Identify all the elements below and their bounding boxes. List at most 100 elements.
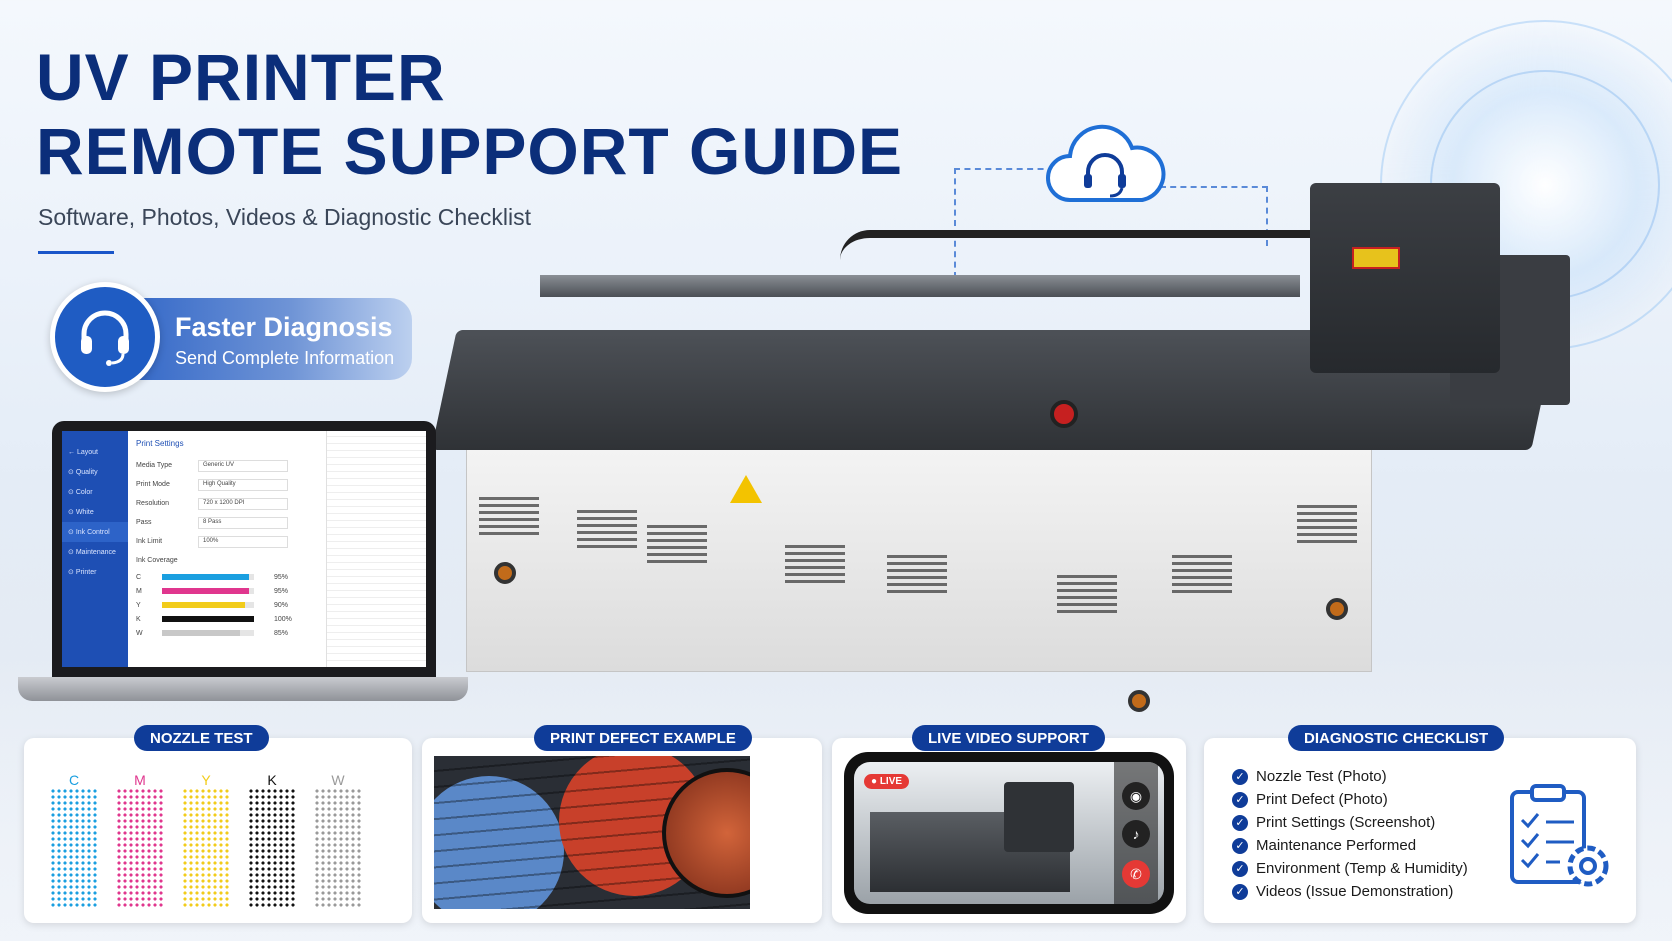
- setting-label: Print Mode: [136, 481, 170, 488]
- printer-wheel: [1128, 690, 1150, 712]
- setting-row: Ink Limit 100%: [136, 532, 318, 551]
- checklist-item: ✓ Environment (Temp & Humidity): [1232, 860, 1468, 877]
- pill-subtitle: Send Complete Information: [175, 348, 395, 368]
- software-sidebar: ← Layout ⊙ Quality ⊙ Color ⊙ White ⊙ Ink…: [62, 431, 128, 667]
- coverage-row: W 85%: [136, 626, 318, 640]
- coverage-value: 95%: [274, 587, 289, 595]
- emergency-stop-button: [1050, 400, 1078, 428]
- coverage-channel: W: [136, 629, 143, 637]
- live-video-label: LIVE VIDEO SUPPORT: [912, 725, 1105, 751]
- check-icon: ✓: [1232, 883, 1248, 900]
- check-icon: ✓: [1232, 768, 1248, 785]
- checklist-item: ✓ Videos (Issue Demonstration): [1232, 883, 1453, 900]
- setting-dropdown[interactable]: 8 Pass: [198, 516, 288, 529]
- setting-label: Ink Limit: [136, 538, 163, 545]
- sidebar-item-maintenance[interactable]: ⊙ Maintenance: [68, 549, 116, 556]
- checklist-label: DIAGNOSTIC CHECKLIST: [1288, 725, 1505, 751]
- print-defect-card: PRINT DEFECT EXAMPLE: [422, 725, 822, 923]
- connector-line-left: [954, 168, 1054, 278]
- coverage-value: 85%: [274, 629, 289, 637]
- title-line-1: UV PRINTER: [36, 40, 446, 114]
- checklist-item-text: Print Defect (Photo): [1256, 791, 1388, 808]
- setting-dropdown[interactable]: 100%: [198, 535, 288, 548]
- coverage-channel: K: [136, 615, 141, 623]
- checklist-item-text: Videos (Issue Demonstration): [1256, 883, 1454, 900]
- title-line-2: REMOTE SUPPORT GUIDE: [36, 114, 904, 188]
- setting-label: Pass: [136, 519, 152, 526]
- nozzle-channel-label: Y: [201, 772, 211, 788]
- nozzle-test-label: NOZZLE TEST: [134, 725, 269, 751]
- checklist-item: ✓ Maintenance Performed: [1232, 837, 1416, 854]
- end-call-icon[interactable]: ✆: [1122, 860, 1150, 888]
- coverage-title: Ink Coverage: [136, 557, 178, 564]
- checklist-item: ✓Nozzle Test (Photo): [1232, 768, 1387, 785]
- live-video-card: LIVE VIDEO SUPPORT ● LIVE ◉ ♪ ✆: [832, 725, 1186, 923]
- nozzle-channel-label: C: [68, 772, 80, 788]
- setting-label: Media Type: [136, 462, 173, 469]
- coverage-bar: [162, 602, 254, 608]
- sidebar-item-printer[interactable]: ⊙ Printer: [68, 569, 97, 576]
- coverage-channel: M: [136, 587, 142, 595]
- print-defect-label: PRINT DEFECT EXAMPLE: [534, 725, 752, 751]
- connector-line-right: [1160, 186, 1268, 246]
- check-icon: ✓: [1232, 860, 1248, 877]
- printer-wheel: [494, 562, 516, 584]
- sidebar-item-ink-control[interactable]: ⊙ Ink Control: [62, 522, 128, 542]
- check-icon: ✓: [1232, 814, 1248, 831]
- nozzle-channel-label: K: [267, 772, 277, 788]
- live-badge: ● LIVE: [864, 774, 910, 789]
- electric-warning-icon: [730, 475, 762, 503]
- checklist-item-text: Print Settings (Screenshot): [1256, 814, 1436, 831]
- coverage-bar: [162, 574, 254, 580]
- microphone-icon[interactable]: ♪: [1122, 820, 1150, 848]
- laptop-screen: ← Layout ⊙ Quality ⊙ Color ⊙ White ⊙ Ink…: [52, 421, 436, 677]
- page-subtitle: Software, Photos, Videos & Diagnostic Ch…: [38, 204, 532, 230]
- printer-base: [466, 412, 1372, 672]
- clipboard-gear-icon: [1510, 784, 1609, 887]
- checklist-item-text: Environment (Temp & Humidity): [1256, 860, 1468, 877]
- setting-dropdown[interactable]: Generic UV: [198, 459, 288, 472]
- checklist-item-text: Maintenance Performed: [1256, 837, 1417, 854]
- coverage-bar: [162, 630, 254, 636]
- coverage-row: M 95%: [136, 584, 318, 598]
- coverage-value: 95%: [274, 573, 289, 581]
- page-title: UV PRINTER REMOTE SUPPORT GUIDE: [36, 40, 903, 188]
- nozzle-dot-pattern: [182, 788, 230, 908]
- setting-dropdown[interactable]: 720 x 1200 DPI: [198, 497, 288, 510]
- headset-badge: [50, 282, 160, 392]
- print-defect-photo: [434, 756, 750, 909]
- nozzle-channel-label: M: [134, 772, 146, 788]
- check-icon: ✓: [1232, 837, 1248, 854]
- pill-title: Faster Diagnosis: [175, 312, 393, 342]
- nozzle-dot-pattern: [248, 788, 296, 908]
- sidebar-back-link[interactable]: ← Layout: [68, 449, 98, 456]
- coverage-row: Y 90%: [136, 598, 318, 612]
- nozzle-channel-label: W: [331, 772, 345, 788]
- diagnostic-checklist-card: DIAGNOSTIC CHECKLIST ✓Nozzle Test (Photo…: [1204, 725, 1636, 923]
- faster-diagnosis-banner: [110, 298, 412, 380]
- setting-row: Media Type Generic UV: [136, 456, 318, 475]
- camera-icon[interactable]: ◉: [1122, 782, 1150, 810]
- coverage-channel: Y: [136, 601, 141, 609]
- sidebar-item-quality[interactable]: ⊙ Quality: [68, 469, 98, 476]
- coverage-bar: [162, 588, 254, 594]
- nozzle-preview-panel: [326, 431, 426, 667]
- sidebar-item-white[interactable]: ⊙ White: [68, 509, 94, 516]
- nozzle-test-card: NOZZLE TEST C M Y K W: [24, 725, 412, 923]
- nozzle-dot-pattern: [314, 788, 362, 908]
- printer-wheel: [1326, 598, 1348, 620]
- nozzle-dot-pattern: [50, 788, 98, 908]
- printer-cable-chain: [840, 230, 1320, 260]
- printer-gantry: [540, 275, 1300, 297]
- laptop-base: [18, 677, 468, 701]
- accent-divider: [38, 251, 114, 254]
- sidebar-item-color[interactable]: ⊙ Color: [68, 489, 93, 496]
- check-icon: ✓: [1232, 791, 1248, 808]
- cloud-support-icon: [1046, 124, 1166, 202]
- coverage-value: 90%: [274, 601, 289, 609]
- setting-dropdown[interactable]: High Quality: [198, 478, 288, 491]
